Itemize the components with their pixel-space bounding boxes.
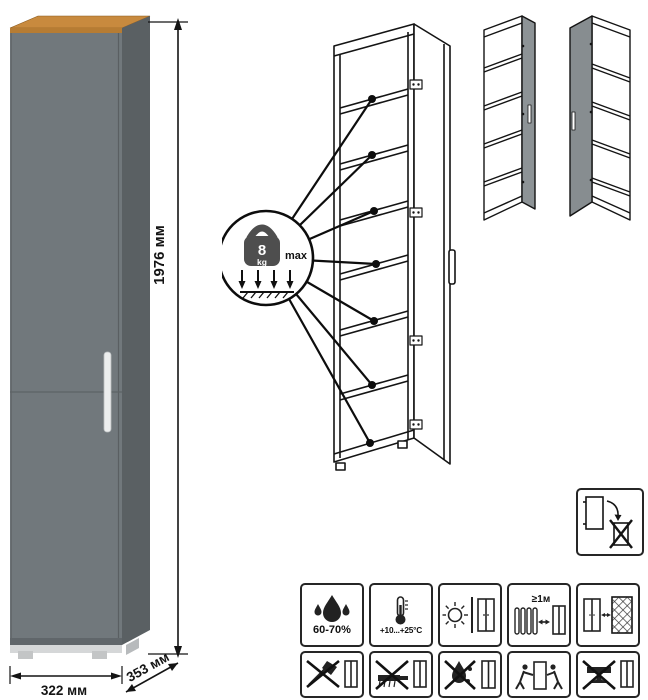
load-unit: kg: [257, 257, 267, 267]
care-icons-row-bottom: [300, 651, 640, 698]
cross-icon: [444, 659, 476, 690]
cabinet-glyph: [552, 605, 566, 635]
door-rehang-icon: [583, 496, 633, 549]
door-variants-drawing: [483, 15, 631, 221]
move-two-people-icon: [515, 660, 563, 690]
temperature-label: +10...+25°C: [379, 625, 423, 636]
cross-icon: [306, 659, 340, 688]
cabinet-foot-right: [92, 651, 107, 659]
drawing-foot-right: [397, 440, 408, 449]
temperature-icon: [395, 596, 408, 625]
wall-gap-icon: [583, 596, 633, 634]
down-arrows-icon: [241, 270, 291, 282]
person-right: [546, 670, 563, 689]
sun-protection-icon: [442, 597, 495, 633]
move-two-people-box: [507, 651, 571, 698]
dimension-height: 1976 мм: [148, 18, 188, 658]
no-heavy-load-icon: [582, 659, 634, 690]
cabinet-top-edge: [10, 28, 122, 33]
drawing-handle: [448, 249, 456, 285]
dimension-depth: 353 мм: [124, 649, 179, 693]
no-wet-cleaning-icon: [444, 659, 496, 690]
radiator-distance-box: ≥1м: [507, 583, 571, 647]
shelf-load-diagram: 8 kg max: [222, 23, 456, 471]
cabinet-glyph: [413, 659, 427, 688]
distance-label: ≥1м: [532, 594, 550, 605]
sun-protection-box: [438, 583, 502, 647]
no-scratch-box: [369, 651, 433, 698]
door-rehang-box: [576, 488, 644, 556]
cabinet-glyph: [481, 659, 496, 689]
variant-left-hinged: [569, 15, 631, 221]
leader-dots: [366, 95, 380, 447]
load-qualifier: max: [285, 250, 308, 262]
cabinet-glyph: [477, 598, 495, 632]
wall-gap-box: [576, 583, 640, 647]
door-handle: [103, 351, 112, 433]
cabinet-glyph: [583, 598, 601, 632]
no-heavy-load-box: [576, 651, 640, 698]
open-door: [413, 23, 451, 465]
load-limit-badge: 8 kg max: [222, 209, 315, 307]
person-left: [515, 670, 534, 689]
drawing-foot-left: [335, 462, 346, 471]
dimension-width: 322 мм: [9, 666, 123, 698]
no-impact-box: [300, 651, 364, 698]
rotate-arrowhead: [614, 514, 622, 521]
radiator-glyph: [514, 607, 538, 635]
care-icons-row-top: 60-70% +10...+25°C: [300, 583, 640, 647]
cabinet-glyph: [344, 659, 358, 688]
humidity-label: 60-70%: [313, 624, 351, 636]
load-value: 8: [258, 242, 266, 259]
kettlebell-weight-icon: [244, 236, 280, 266]
no-wet-cleaning-box: [438, 651, 502, 698]
kettlebell-handle-icon: [246, 224, 278, 242]
cabinet-foot-side: [126, 638, 139, 655]
cabinet-side-panel: [122, 16, 150, 645]
temperature-box: +10...+25°C: [369, 583, 433, 647]
gray-door-left: [569, 15, 593, 217]
radiator-distance-icon: ≥1м: [514, 594, 566, 635]
open-cabinet-drawing: [333, 23, 456, 471]
cross-icon: [582, 659, 616, 690]
cabinet-door: [10, 33, 122, 645]
hinges: [409, 79, 423, 430]
cabinet-base-shadow: [10, 638, 122, 645]
no-scratch-icon: [375, 659, 427, 690]
height-label: 1976 мм: [151, 225, 168, 285]
cross-icon: [375, 659, 409, 690]
humidity-icon: [314, 595, 350, 622]
cross-icon: [609, 519, 633, 549]
variant-right-hinged: [483, 15, 536, 221]
cabinet-photo: 1976 мм 322 мм 353 мм: [9, 15, 188, 698]
cabinet-foot-left: [18, 651, 33, 659]
cabinet-base-strip: [10, 645, 122, 653]
sun-rays: [442, 602, 468, 628]
humidity-box: 60-70%: [300, 583, 364, 647]
no-impact-icon: [306, 659, 358, 688]
cabinet-glyph: [620, 659, 634, 688]
ground-hatch: [242, 291, 289, 299]
width-label: 322 мм: [41, 683, 87, 698]
